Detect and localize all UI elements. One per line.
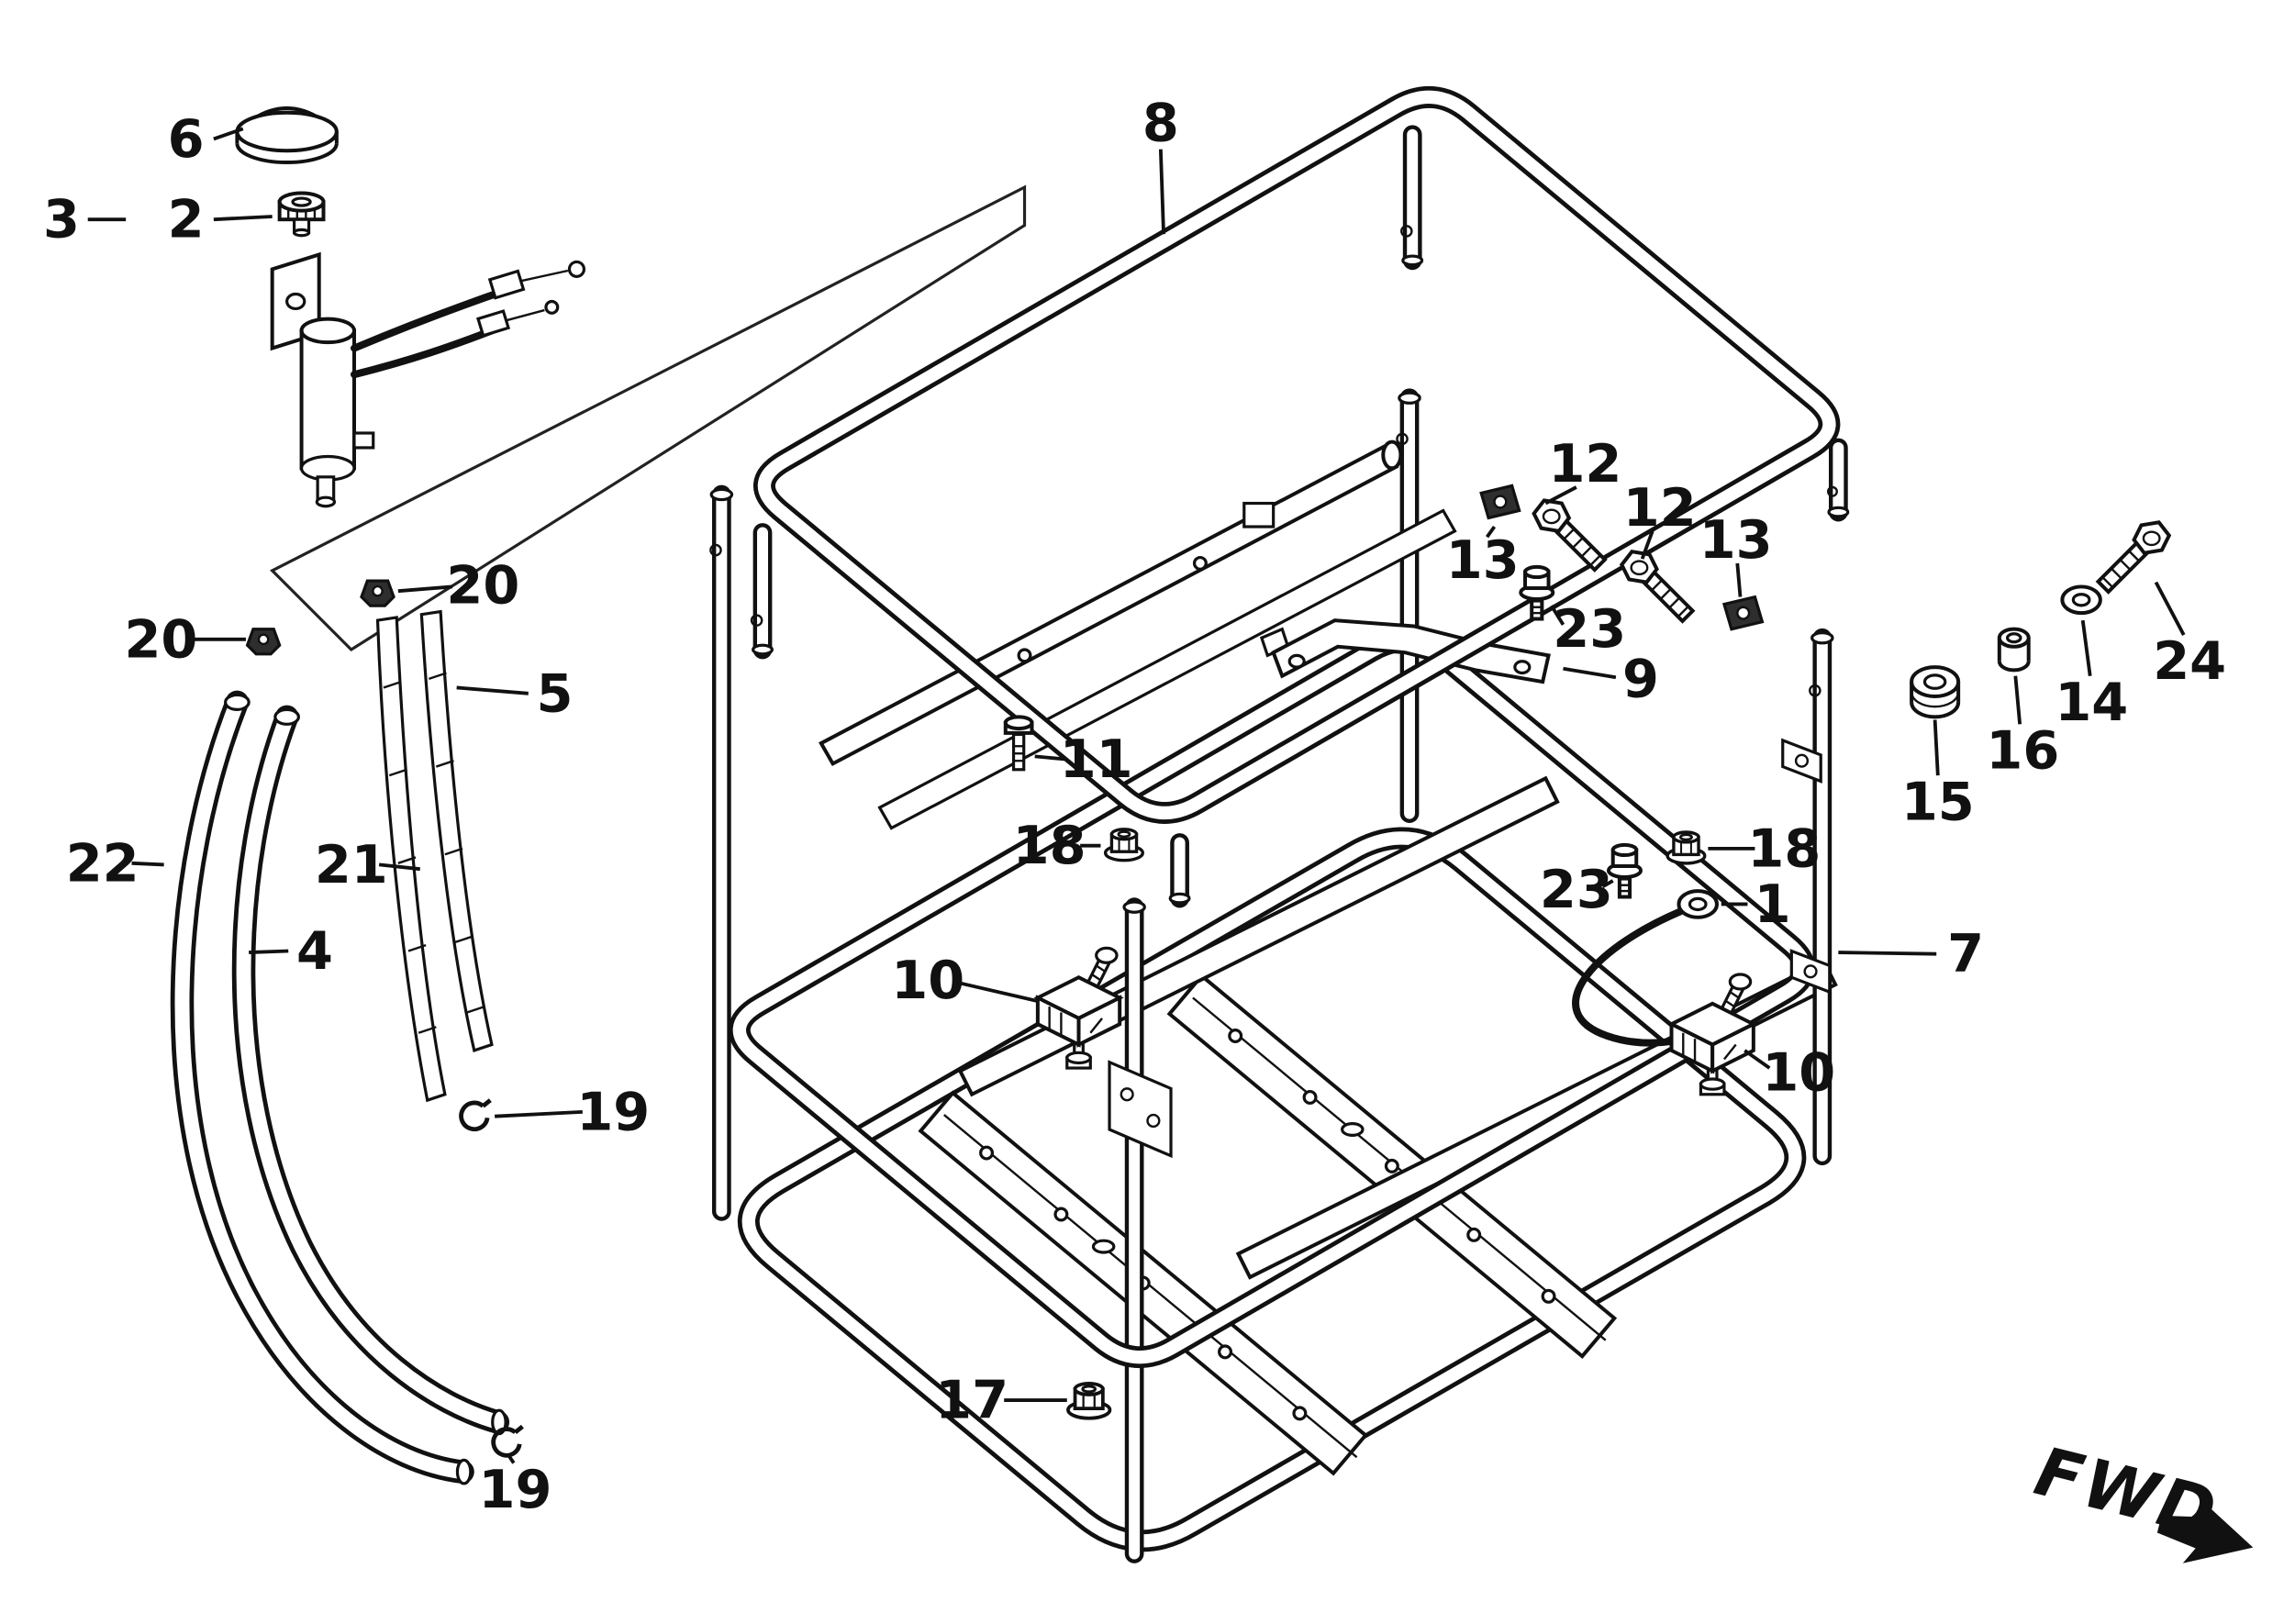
leader-line-4 bbox=[249, 949, 289, 954]
part-20-clip-b bbox=[245, 628, 282, 656]
leader-line-13 bbox=[1735, 562, 1743, 597]
part-20-clip-a bbox=[360, 579, 395, 607]
leader-line-21 bbox=[378, 862, 420, 872]
callout-23: 23 bbox=[1540, 859, 1613, 920]
callout-19: 19 bbox=[478, 1459, 551, 1520]
lower-frame bbox=[709, 388, 1838, 1563]
leader-line-22 bbox=[131, 861, 164, 867]
leader-line-19 bbox=[495, 1109, 583, 1118]
part-18-nut-left bbox=[1103, 828, 1145, 862]
leader-line-13 bbox=[1485, 525, 1497, 539]
callout-13: 13 bbox=[1446, 529, 1520, 591]
upper-frame bbox=[750, 85, 1850, 908]
callout-18: 18 bbox=[1747, 818, 1821, 879]
leader-line-20 bbox=[397, 584, 453, 594]
callout-9: 9 bbox=[1622, 648, 1659, 709]
leader-line-7 bbox=[1838, 951, 1937, 956]
callout-17: 17 bbox=[935, 1370, 1008, 1431]
fwd-mark: FWD bbox=[2028, 1432, 2254, 1563]
part-13-nut-a bbox=[1479, 484, 1521, 520]
callout-10: 10 bbox=[1762, 1041, 1835, 1103]
callout-12: 12 bbox=[1623, 477, 1697, 539]
part-6-cap bbox=[235, 106, 339, 164]
callout-19: 19 bbox=[576, 1081, 650, 1142]
leader-line-23 bbox=[1601, 879, 1614, 888]
part-19-clamp-a bbox=[462, 1100, 491, 1129]
part-22-pipe bbox=[170, 690, 474, 1485]
callout-16: 16 bbox=[1986, 720, 2059, 782]
callout-3: 3 bbox=[43, 189, 80, 250]
callout-24: 24 bbox=[2153, 630, 2226, 692]
part-13-nut-b bbox=[1722, 595, 1765, 631]
callout-4: 4 bbox=[296, 920, 333, 982]
part-4-pipe bbox=[231, 705, 510, 1436]
part-21-strip bbox=[375, 616, 447, 1103]
callout-2: 2 bbox=[168, 189, 205, 250]
callout-6: 6 bbox=[168, 108, 205, 170]
callout-22: 22 bbox=[66, 832, 139, 894]
callout-20: 20 bbox=[446, 554, 519, 616]
callout-8: 8 bbox=[1142, 92, 1179, 153]
leader-line-10 bbox=[1744, 1049, 1771, 1070]
callout-23: 23 bbox=[1553, 598, 1626, 660]
callout-15: 15 bbox=[1901, 771, 1975, 832]
leader-line-11 bbox=[1034, 754, 1067, 762]
leader-line-15 bbox=[1933, 719, 1940, 776]
part-19-clamp-b bbox=[494, 1427, 523, 1456]
part-23-bolt-b bbox=[1606, 842, 1643, 899]
part-10-mount-right bbox=[1669, 973, 1755, 1096]
callout-21: 21 bbox=[315, 834, 388, 895]
part-24-bolt bbox=[2096, 520, 2171, 595]
leader-line-12 bbox=[1544, 485, 1577, 506]
callout-14: 14 bbox=[2055, 672, 2128, 733]
part-15-grommet bbox=[1910, 665, 1961, 719]
base-rail-rear bbox=[1166, 973, 1618, 1359]
callout-18: 18 bbox=[1013, 815, 1086, 876]
part-1-ring-terminal bbox=[1677, 889, 1719, 919]
part-2-knob-nut bbox=[277, 191, 326, 238]
leader-line-16 bbox=[2013, 675, 2022, 725]
upper-frame-legs bbox=[750, 125, 1850, 908]
leader-line-6 bbox=[213, 127, 244, 141]
ghost-plane bbox=[269, 184, 1027, 652]
leader-line-5 bbox=[456, 685, 529, 695]
callout-12: 12 bbox=[1548, 433, 1621, 495]
part-5-strip bbox=[419, 609, 494, 1052]
callout-1: 1 bbox=[1755, 873, 1791, 935]
part-14-washer bbox=[2060, 584, 2102, 616]
leader-line-2 bbox=[213, 215, 273, 222]
part-17-nut bbox=[1066, 1381, 1112, 1420]
part-3-sensor-unit bbox=[270, 251, 586, 508]
leader-line-14 bbox=[2080, 619, 2092, 676]
leader-line-19 bbox=[506, 1452, 516, 1464]
leader-line-8 bbox=[1158, 149, 1165, 235]
part-12-bolt-b bbox=[1620, 550, 1695, 623]
mount-tabs bbox=[1108, 738, 1832, 1159]
leader-line-9 bbox=[1563, 666, 1617, 680]
callout-10: 10 bbox=[891, 950, 964, 1011]
callout-7: 7 bbox=[1947, 923, 1984, 984]
leader-line-23 bbox=[1550, 605, 1565, 626]
callout-20: 20 bbox=[125, 608, 198, 670]
fwd-arrow-icon bbox=[2156, 1497, 2254, 1563]
callout-5: 5 bbox=[537, 662, 574, 724]
frame-posts bbox=[709, 388, 1834, 1563]
part-18-nut-right bbox=[1666, 830, 1707, 865]
leader-line-10 bbox=[959, 981, 1037, 1003]
callout-13: 13 bbox=[1699, 509, 1773, 571]
part-16-collar bbox=[1997, 627, 2031, 673]
leader-line-12 bbox=[1640, 530, 1654, 560]
part-12-bolt-a bbox=[1532, 498, 1607, 573]
part-9-bracket bbox=[1259, 618, 1551, 684]
callout-11: 11 bbox=[1060, 729, 1133, 790]
leader-line-24 bbox=[2154, 581, 2186, 636]
